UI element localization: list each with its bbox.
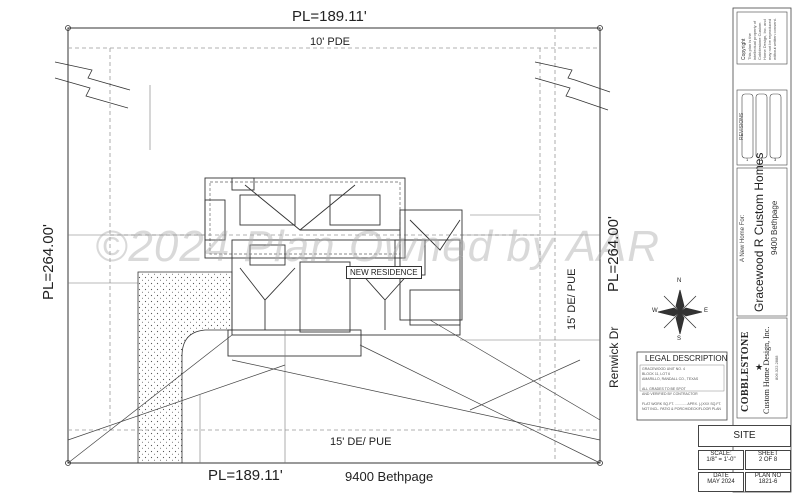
revision-number: 2 xyxy=(760,157,763,162)
plan-no-label: PLAN NO xyxy=(754,473,782,479)
project-address: 9400 Bethpage xyxy=(770,200,779,255)
break-symbol-left xyxy=(54,61,131,91)
break-symbol-right xyxy=(534,77,609,111)
company-name: COBBLESTONE xyxy=(740,331,751,412)
date-label: DATE xyxy=(713,473,729,479)
scale-label: SCALE: xyxy=(710,451,732,457)
street-right-label: Renwick Dr xyxy=(607,326,621,388)
copyright-text: This plan is the intellectual property o… xyxy=(747,18,777,60)
property-line xyxy=(67,27,601,464)
pde-top-label: 10' PDE xyxy=(310,36,351,48)
legal-line: AMARILLO, RANDALL CO., TEXAS xyxy=(642,377,699,381)
legal-line: NOT INCL. PATIO & PORCH/DECK/FLOOR PLAN xyxy=(642,407,721,411)
legal-line: BLOCK 11, LOT 6 xyxy=(642,372,671,376)
pl-top-label: PL=189.11' xyxy=(292,8,367,25)
revisions-label: REVISIONS xyxy=(739,112,745,140)
star-icon: ★ xyxy=(755,362,764,372)
compass-n: N xyxy=(677,278,682,284)
compass-e: E xyxy=(704,308,709,314)
compass-s: S xyxy=(677,336,682,342)
client-name: Gracewood R Custom Homes xyxy=(752,152,766,312)
company-sub: Custom Home Design, Inc. xyxy=(762,326,771,414)
project-prefix: A New Home For: xyxy=(740,214,746,262)
sheet-title: SITE xyxy=(733,430,756,441)
sheet-label: SHEET xyxy=(757,451,778,457)
driveway xyxy=(137,271,233,464)
sheet-value: 2 OF 8 xyxy=(758,457,778,463)
legal-line: GRACEWOOD UNIT NO. 4 xyxy=(642,367,685,371)
legal-line: ALL GRADES TO BE SPOT xyxy=(642,387,686,391)
copyright-block: Copyright This plan is the intellectual … xyxy=(741,14,777,60)
pue-bottom-label: 15' DE/ PUE xyxy=(330,436,392,448)
corner-marker xyxy=(65,460,71,466)
plan-no-cell: PLAN NO 1821-6 xyxy=(745,472,791,492)
date-value: MAY 2024 xyxy=(707,479,735,485)
scale-value: 1/8" = 1'-0" xyxy=(706,457,736,463)
legal-lines: GRACEWOOD UNIT NO. 4 BLOCK 11, LOT 6 AMA… xyxy=(642,367,724,412)
pl-right-label: PL=264.00' xyxy=(605,216,622,292)
corner-marker xyxy=(597,25,603,31)
house-footprint xyxy=(204,177,463,357)
pl-left-label: PL=264.00' xyxy=(40,224,57,300)
compass-icon xyxy=(657,289,703,335)
street-bottom-label: 9400 Bethpage xyxy=(345,469,434,484)
corner-marker xyxy=(597,460,603,466)
sheet-cell: SHEET 2 OF 8 xyxy=(745,450,791,470)
pue-right-label: 15' DE/ PUE xyxy=(566,268,578,330)
legal-line: AND VERIFIED BY CONTRACTOR xyxy=(642,392,698,396)
legal-line: FLAT WORK SQ.FT. ............ APRX. (-)X… xyxy=(642,402,722,406)
scale-cell: SCALE: 1/8" = 1'-0" xyxy=(698,450,744,470)
revision-number: 3 xyxy=(774,157,777,162)
compass-w: W xyxy=(652,308,658,314)
pl-bottom-label: PL=189.11' xyxy=(208,467,283,484)
corner-marker xyxy=(65,25,71,31)
house-label: NEW RESIDENCE xyxy=(346,266,422,279)
company-phone: 806.322.2888 xyxy=(774,355,779,380)
date-cell: DATE MAY 2024 xyxy=(698,472,744,492)
legal-title: LEGAL DESCRIPTION xyxy=(645,354,728,363)
revision-number: 1 xyxy=(746,157,749,162)
plan-no-value: 1821-6 xyxy=(758,479,778,485)
sheet-title-box: SITE xyxy=(698,425,791,447)
